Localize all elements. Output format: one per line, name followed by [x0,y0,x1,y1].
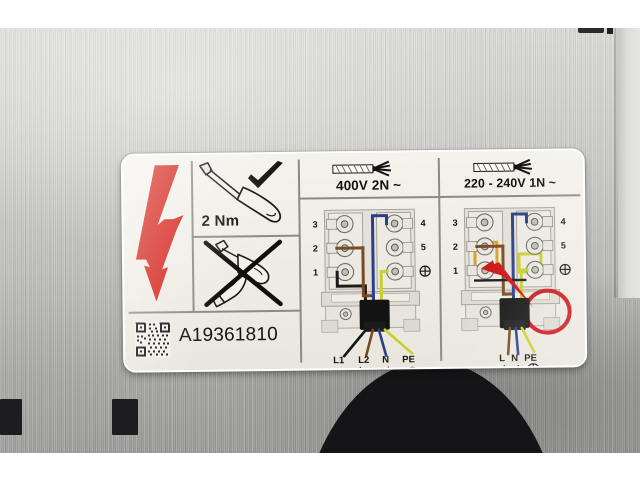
terminal-label-1: 1 [313,267,318,277]
label-glare [122,150,586,371]
panel-right-bevel [618,28,640,298]
terminal-label-2: 2 [453,242,458,252]
terminal-label-5: 5 [421,242,426,252]
screwdriver-icon [199,161,282,223]
wire-label-L1: L1 [333,355,345,366]
earth-ground-icon [419,265,431,277]
vent-slot-mid [112,399,138,435]
terminal-label-5: 5 [561,240,566,250]
wire-label-L: L [499,353,505,364]
wiring-panel-220-240v: 220 - 240V 1N ~ [440,155,582,373]
crossed-out-icon [203,239,283,308]
high-voltage-lightning-bolt-icon [135,165,184,302]
terminal-screws [326,214,414,321]
wire-routing-220-240v [474,212,529,300]
hazard-cell [127,159,193,310]
wire-L1-black [335,270,367,302]
appliance-metal-panel: 2 Nm [0,28,640,453]
wire-PE-green-yellow [519,268,529,300]
cable-strands-icon [331,160,391,177]
vent-slot-left [0,399,22,435]
terminal-label-3: 3 [312,219,317,229]
terminal-block-diagram-220-240v: 3 2 1 4 5 [452,207,572,356]
wire-label-L2: L2 [358,355,369,366]
qr-code [134,321,172,358]
connection-label: 2 Nm [120,148,588,373]
terminal-label-3: 3 [452,218,457,228]
terminal-label-4: 4 [560,216,565,226]
top-notch [578,28,604,33]
terminal-label-2: 2 [313,243,318,253]
wire-routing-400v [335,214,389,302]
power-drill-icon [211,239,270,308]
wire-PE-green-yellow [379,270,389,302]
earth-ground-icon [559,263,571,276]
wire-N-blue [370,214,389,302]
panel-right-shadow [614,28,618,298]
wire-label-N: N [511,353,518,364]
wire-N-blue [510,212,529,300]
product-code-row: A19361810 [131,314,300,364]
wire-label-PE: PE [402,354,415,365]
wire-label-PE: PE [524,353,537,364]
cable-strands-icon [473,158,532,175]
jumper-placement-arrow [481,260,534,308]
drill-prohibited-cell [194,238,299,309]
screwdriver-cell [193,159,298,235]
terminal-label-1: 1 [453,266,458,276]
outgoing-leads [342,328,414,358]
terminal-block-diagram-400v: 3 2 1 4 5 [312,208,431,358]
outgoing-leads [506,326,536,356]
top-notch-secondary [607,28,613,34]
checkmark-icon [247,160,283,189]
wiring-panel-400v: 400V 2N ~ [300,157,439,373]
terminal-label-4: 4 [420,218,425,228]
wire-label-N: N [382,355,389,366]
